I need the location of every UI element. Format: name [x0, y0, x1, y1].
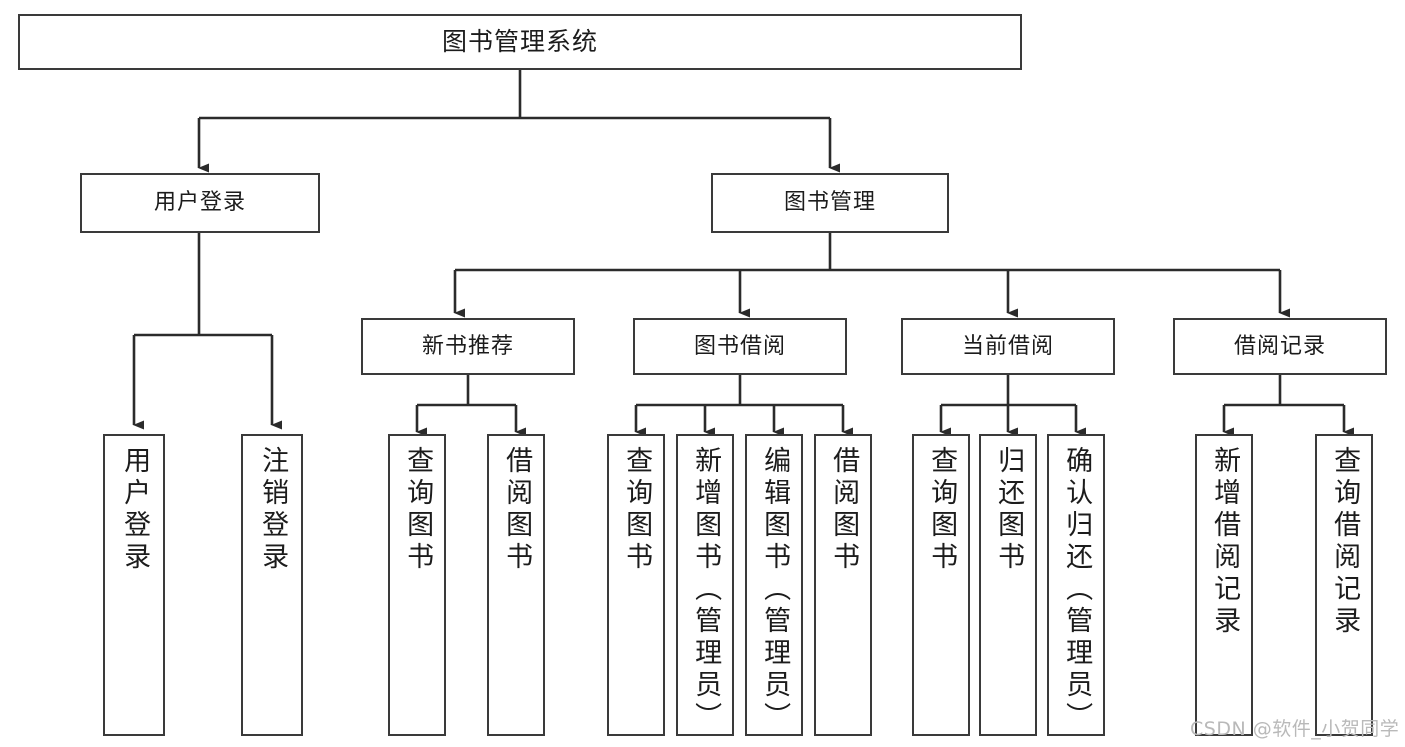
node-label: 当前借阅 [961, 333, 1054, 359]
leaf-query-books-recommend[interactable]: 查询图书 [388, 434, 446, 736]
leaf-confirm-return-admin[interactable]: 确认归还（管理员） [1047, 434, 1105, 736]
node-label: 图书借阅 [693, 333, 786, 359]
leaf-edit-book-admin[interactable]: 编辑图书（管理员） [745, 434, 803, 736]
node-label: 图书管理系统 [441, 27, 598, 57]
leaf-add-book-admin[interactable]: 新增图书（管理员） [676, 434, 734, 736]
leaf-add-borrow-record[interactable]: 新增借阅记录 [1195, 434, 1253, 736]
leaf-query-borrow-record[interactable]: 查询借阅记录 [1315, 434, 1373, 736]
node-label: 图书管理 [783, 190, 876, 216]
node-label: 新增图书（管理员） [690, 446, 722, 734]
node-new-book-recommend[interactable]: 新书推荐 [361, 318, 575, 375]
leaf-query-books-borrow[interactable]: 查询图书 [607, 434, 665, 736]
leaf-user-login[interactable]: 用户登录 [103, 434, 165, 736]
leaf-query-books-current[interactable]: 查询图书 [912, 434, 970, 736]
leaf-borrow-books-recommend[interactable]: 借阅图书 [487, 434, 545, 736]
leaf-user-logout[interactable]: 注销登录 [241, 434, 303, 736]
leaf-borrow-books[interactable]: 借阅图书 [814, 434, 872, 736]
node-label: 借阅图书 [828, 446, 860, 574]
node-label: 新增借阅记录 [1209, 446, 1241, 638]
node-label: 用户登录 [119, 446, 151, 574]
node-label: 查询图书 [621, 446, 653, 574]
node-label: 编辑图书（管理员） [759, 446, 791, 734]
leaf-return-books[interactable]: 归还图书 [979, 434, 1037, 736]
node-label: 确认归还（管理员） [1061, 446, 1093, 734]
node-current-borrow[interactable]: 当前借阅 [901, 318, 1115, 375]
node-label: 查询图书 [926, 446, 958, 574]
node-label: 查询借阅记录 [1329, 446, 1361, 638]
node-book-borrow[interactable]: 图书借阅 [633, 318, 847, 375]
node-label: 借阅记录 [1233, 333, 1326, 359]
node-book-management[interactable]: 图书管理 [711, 173, 949, 233]
node-root-system[interactable]: 图书管理系统 [18, 14, 1022, 70]
node-label: 借阅图书 [501, 446, 533, 574]
watermark-text: CSDN @软件_小贺同学 [1190, 718, 1400, 740]
node-label: 注销登录 [257, 446, 289, 574]
node-label: 归还图书 [993, 446, 1025, 574]
node-label: 用户登录 [153, 190, 246, 216]
node-label: 新书推荐 [421, 333, 514, 359]
node-label: 查询图书 [402, 446, 434, 574]
node-borrow-records[interactable]: 借阅记录 [1173, 318, 1387, 375]
node-user-login[interactable]: 用户登录 [80, 173, 320, 233]
